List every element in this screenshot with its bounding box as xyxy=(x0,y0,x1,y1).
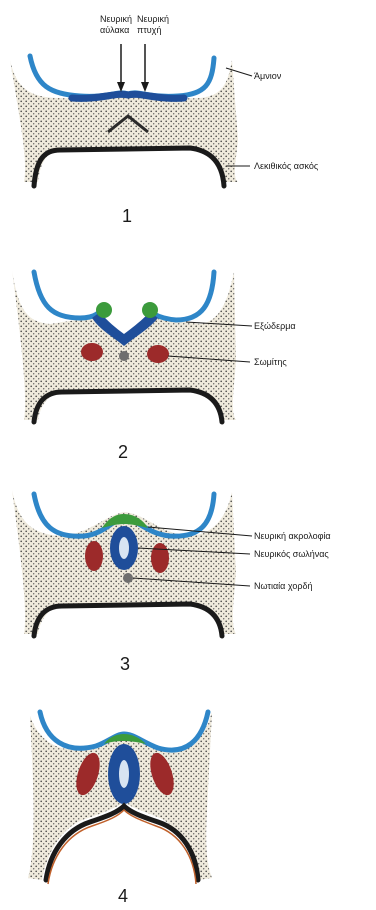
label-somite: Σωμίτης xyxy=(254,357,287,367)
yolk-sac-1 xyxy=(34,148,224,186)
somite-left-3 xyxy=(85,541,103,571)
stage-number-3: 3 xyxy=(120,654,130,674)
somite-left-2 xyxy=(81,343,103,361)
stage-4: 4 xyxy=(28,712,212,906)
label-word: Νευρική xyxy=(100,14,132,24)
stage-number-2: 2 xyxy=(118,442,128,462)
stage-2: Εξώδερμα Σωμίτης 2 xyxy=(12,270,296,462)
label-neural-tube: Νευρικός σωλήνας xyxy=(254,549,329,559)
label-word: Νευρική xyxy=(137,14,169,24)
neural-plate-1 xyxy=(72,94,184,98)
label-amnion: Άμνιον xyxy=(254,71,282,81)
amnion-1 xyxy=(30,56,214,96)
label-word: αύλακα xyxy=(100,25,129,35)
label-neural-crest: Νευρική ακρολοφία xyxy=(254,531,331,541)
neural-fold-left-2 xyxy=(96,302,112,318)
neural-fold-right-2 xyxy=(142,302,158,318)
label-word: πτυχή xyxy=(137,25,161,35)
somite-right-2 xyxy=(147,345,169,363)
yolk-sac-3 xyxy=(34,604,222,636)
notochord-3 xyxy=(123,573,133,583)
notochord-2 xyxy=(119,351,129,361)
stage-3: Νευρική ακρολοφία Νευρικός σωλήνας Νωτια… xyxy=(12,490,331,674)
arrow-fold-head xyxy=(141,82,149,92)
arrow-groove-head xyxy=(117,82,125,92)
neural-canal-4 xyxy=(119,760,129,788)
stage-number-1: 1 xyxy=(122,206,132,226)
amnion-2 xyxy=(34,272,214,320)
stage-number-4: 4 xyxy=(118,886,128,906)
label-ectoderm: Εξώδερμα xyxy=(254,321,296,331)
yolk-sac-2 xyxy=(34,390,222,422)
somite-right-3 xyxy=(151,543,169,573)
neural-canal-3 xyxy=(119,537,129,559)
label-notochord: Νωτιαία χορδή xyxy=(254,581,312,591)
label-yolk-sac: Λεκιθικός ασκός xyxy=(254,161,319,171)
